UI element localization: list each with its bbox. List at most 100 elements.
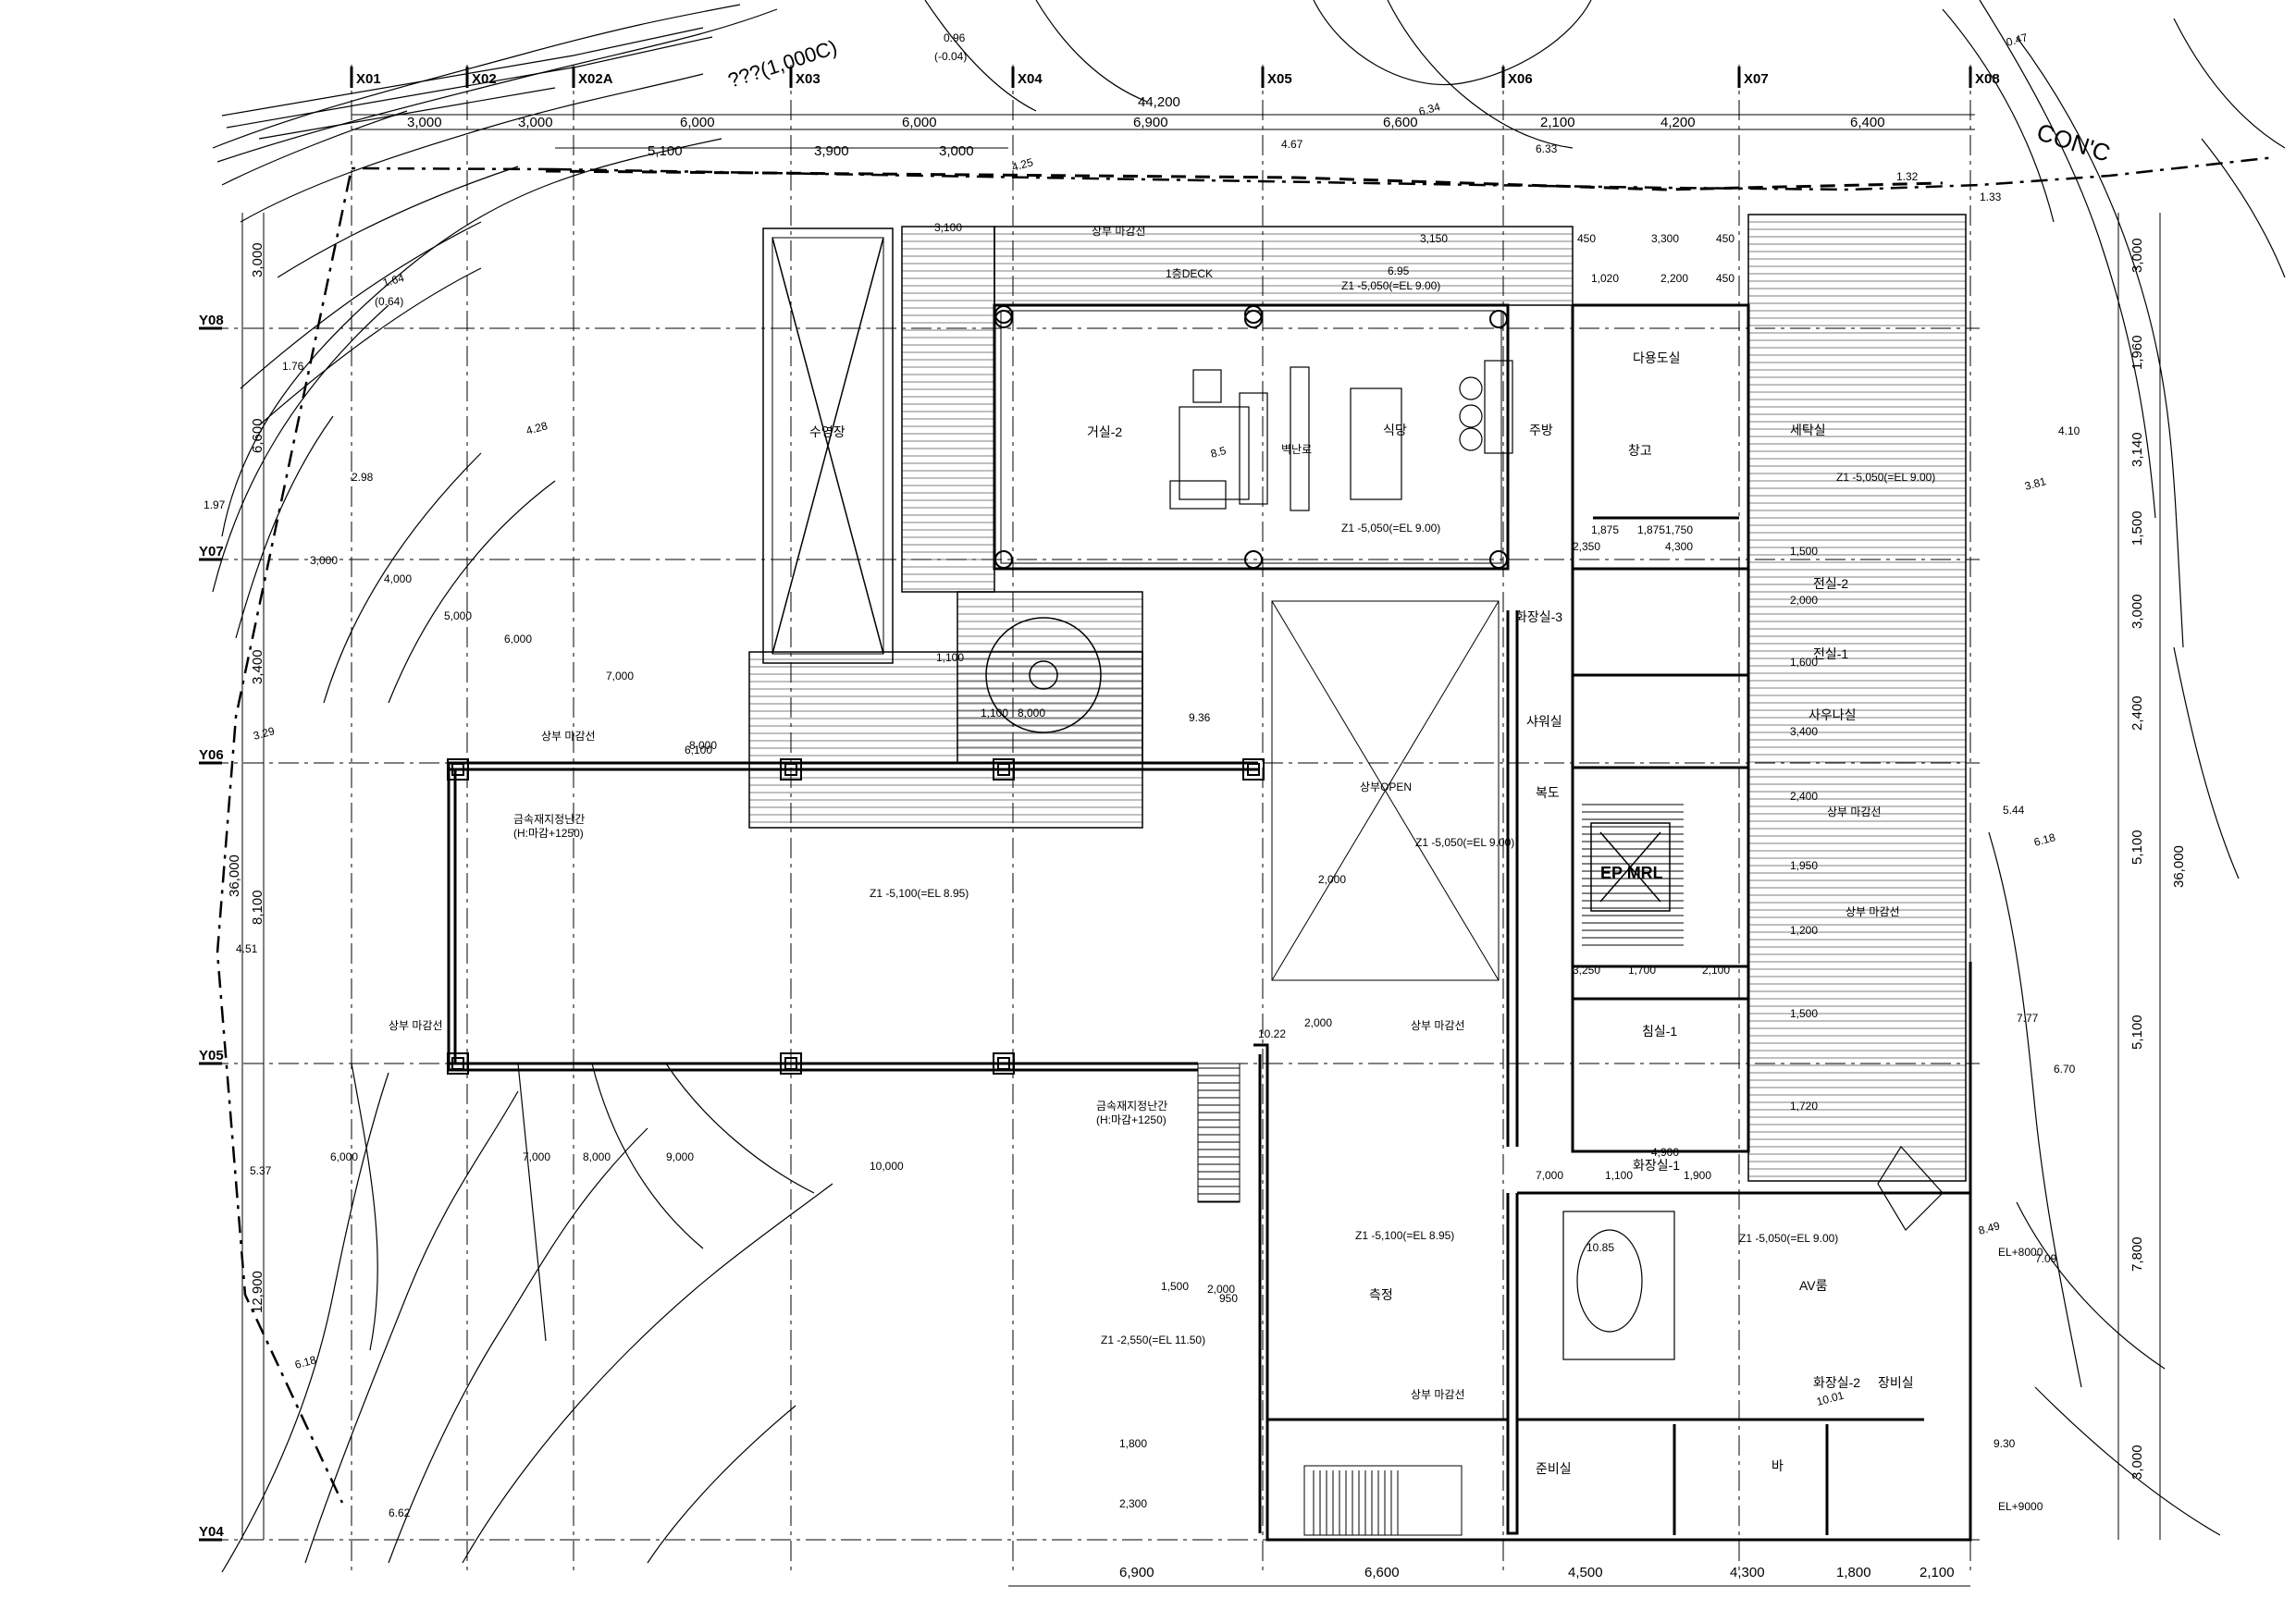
room-pantry: 준비실 bbox=[1536, 1461, 1572, 1476]
dim-right: 3,000 bbox=[2129, 1445, 2145, 1480]
contour-value: 1.64 bbox=[381, 271, 405, 289]
dim-misc: 7,000 bbox=[1536, 1169, 1563, 1182]
dim-right: 1,500 bbox=[2129, 510, 2145, 546]
dim-misc: 2,200 bbox=[1660, 272, 1688, 285]
ground-level-value: 3,000 bbox=[310, 554, 338, 567]
grid-label-x: X04 bbox=[1018, 71, 1043, 87]
dim-misc: 1,100 bbox=[936, 651, 964, 664]
room-fireplace: 벽난로 bbox=[1281, 443, 1312, 456]
room-dining: 식당 bbox=[1383, 423, 1407, 437]
note-railing-h-2: (H:마감+1250) bbox=[1096, 1113, 1167, 1126]
dim-misc: 950 bbox=[1219, 1292, 1238, 1305]
dim-misc: 1,500 bbox=[1790, 545, 1818, 558]
level-yard: Z1 -5,100(=EL 8.95) bbox=[1355, 1229, 1454, 1242]
note-upper-edge-3: 상부 마감선 bbox=[389, 1019, 443, 1032]
room-elevator: EP MRL bbox=[1600, 864, 1663, 882]
dim-bottom: 4,300 bbox=[1730, 1565, 1765, 1580]
dim-misc: 450 bbox=[1577, 232, 1596, 245]
dim-bottom: 6,600 bbox=[1364, 1565, 1400, 1580]
dim-top-total: 44,200 bbox=[1138, 94, 1180, 110]
dim-misc: 1,720 bbox=[1790, 1100, 1818, 1113]
dim-top-row1: 6,000 bbox=[680, 115, 715, 130]
grid-label-x: X06 bbox=[1508, 71, 1533, 87]
dim-right: 5,100 bbox=[2129, 1014, 2145, 1050]
contour-value: 0.96 bbox=[944, 31, 966, 44]
column-core bbox=[784, 763, 797, 776]
dim-misc: 1,750 bbox=[1665, 523, 1693, 536]
dim-misc: 4,300 bbox=[1665, 540, 1693, 553]
room-shower: 샤워실 bbox=[1526, 714, 1562, 729]
contour-value: 1.33 bbox=[1980, 191, 2002, 203]
dim-top-row1: 6,400 bbox=[1850, 115, 1885, 130]
column bbox=[447, 1052, 469, 1075]
dim-right: 1,960 bbox=[2129, 335, 2145, 370]
dim-misc: 1,875 bbox=[1637, 523, 1665, 536]
room-powder2: 화장실-2 bbox=[1813, 1375, 1860, 1390]
contour-value: 10.85 bbox=[1586, 1241, 1614, 1254]
void-open-area bbox=[1271, 600, 1500, 981]
contour-value: 6.18 bbox=[2032, 830, 2056, 849]
contour-value: 4.25 bbox=[1010, 155, 1034, 174]
contour-value: 1.76 bbox=[282, 360, 304, 373]
dim-misc: 1,500 bbox=[1790, 1007, 1818, 1020]
room-bar: 바 bbox=[1771, 1458, 1784, 1473]
dim-misc: 1,500 bbox=[1161, 1280, 1189, 1293]
column bbox=[994, 550, 1013, 569]
stairs bbox=[1197, 804, 1684, 1536]
ground-level-value: 6,000 bbox=[330, 1150, 358, 1163]
dim-misc: 6,100 bbox=[685, 744, 712, 756]
dim-bottom: 2,100 bbox=[1920, 1565, 1955, 1580]
room-powder1: 화장실-1 bbox=[1633, 1158, 1680, 1173]
contour-value: 1.32 bbox=[1896, 170, 1919, 183]
dim-misc: 2,300 bbox=[1119, 1497, 1147, 1510]
dim-top-row1: 6,000 bbox=[902, 115, 937, 130]
dim-misc: 8,000 bbox=[1018, 707, 1045, 719]
stair-outline bbox=[1303, 1465, 1463, 1536]
column-core bbox=[784, 1057, 797, 1070]
column-core bbox=[1247, 763, 1260, 776]
dim-top-row1: 3,000 bbox=[518, 115, 553, 130]
grid-label-x: X02 bbox=[472, 71, 497, 87]
level-court: Z1 -5,100(=EL 8.95) bbox=[870, 887, 969, 900]
column bbox=[1244, 550, 1263, 569]
dim-top-row1: 2,100 bbox=[1540, 115, 1575, 130]
contour-value: 4.51 bbox=[236, 942, 258, 955]
dim-misc: 1,100 bbox=[981, 707, 1008, 719]
room-powder3: 화장실-3 bbox=[1515, 609, 1562, 624]
level-el9000: EL+9000 bbox=[1998, 1500, 2043, 1513]
room-deck: 1층DECK bbox=[1166, 267, 1213, 280]
dim-bottom: 1,800 bbox=[1836, 1565, 1871, 1580]
contour-value: 4.28 bbox=[525, 419, 549, 437]
dim-misc: 2,400 bbox=[1790, 790, 1818, 803]
contour-value: 8.5 bbox=[1209, 444, 1228, 461]
grid-label-y: Y08 bbox=[199, 313, 224, 328]
contour-value: 10.22 bbox=[1258, 1027, 1286, 1040]
room-storage: 창고 bbox=[1628, 443, 1652, 458]
dim-left: 6,600 bbox=[250, 418, 265, 453]
dim-right-total: 36,000 bbox=[2171, 845, 2187, 888]
room-living2: 거실-2 bbox=[1087, 424, 1122, 439]
grid-label-x: X01 bbox=[356, 71, 381, 87]
structural-columns bbox=[447, 305, 1508, 1075]
room-hall: 복도 bbox=[1536, 785, 1560, 800]
dim-misc: 2,000 bbox=[1790, 594, 1818, 607]
contour-value: (-0.04) bbox=[934, 50, 967, 63]
spiral-stair bbox=[985, 617, 1102, 733]
contour-value: 6.62 bbox=[389, 1506, 411, 1519]
level-deck: Z1 -5,050(=EL 9.00) bbox=[1341, 279, 1440, 292]
note-railing-2: 금속재지정난간 bbox=[1096, 1100, 1167, 1113]
room-equipment: 장비실 bbox=[1878, 1375, 1914, 1390]
dim-right: 5,100 bbox=[2129, 830, 2145, 865]
building-walls bbox=[447, 303, 1972, 1542]
contour-value: 1.97 bbox=[204, 498, 226, 511]
contour-value: 7.09 bbox=[2035, 1252, 2057, 1265]
contour-value: 2.98 bbox=[352, 471, 374, 484]
dim-right: 7,800 bbox=[2129, 1236, 2145, 1272]
column bbox=[780, 758, 802, 781]
dim-misc: 1,600 bbox=[1790, 656, 1818, 669]
dim-misc: 2,350 bbox=[1573, 540, 1600, 553]
elevator bbox=[1590, 822, 1671, 912]
level-living: Z1 -5,050(=EL 9.00) bbox=[1341, 522, 1440, 535]
dim-left-total: 36,000 bbox=[227, 855, 242, 897]
dim-misc: 3,400 bbox=[1790, 725, 1818, 738]
